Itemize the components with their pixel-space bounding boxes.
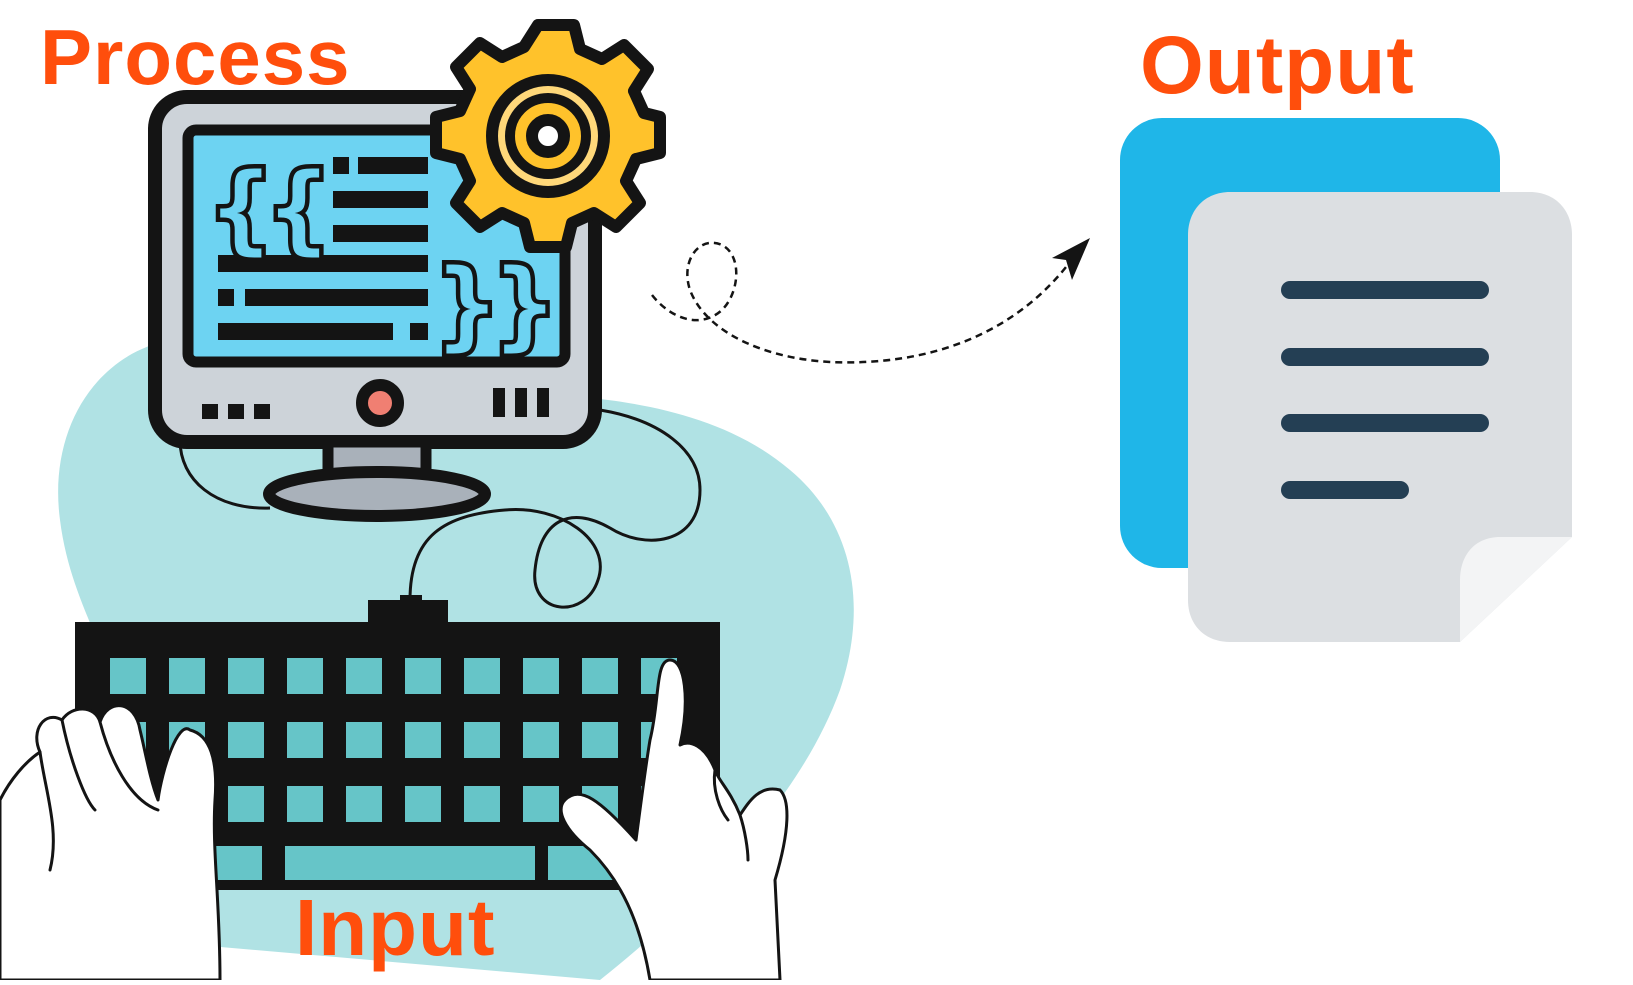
right-hand <box>559 658 789 982</box>
output-label: Output <box>1140 20 1415 111</box>
keyboard-key <box>346 786 382 822</box>
keyboard-key <box>582 658 618 694</box>
document-icon <box>1120 118 1572 642</box>
keyboard-key <box>464 786 500 822</box>
keyboard-key <box>405 658 441 694</box>
cables <box>178 408 702 609</box>
keyboard-key <box>285 846 535 880</box>
keyboard-key <box>464 722 500 758</box>
keyboard-key <box>110 658 146 694</box>
keyboard-key <box>346 658 382 694</box>
keyboard-key <box>287 722 323 758</box>
keyboard-key <box>169 658 205 694</box>
keyboard-key <box>523 786 559 822</box>
keyboard-key <box>464 658 500 694</box>
hands <box>0 658 789 982</box>
keyboard-key <box>405 786 441 822</box>
right-hand-lines <box>712 768 750 862</box>
svg-text:{{: {{ <box>212 153 328 265</box>
arrow-icon <box>651 238 1090 364</box>
keyboard-key <box>346 722 382 758</box>
left-hand-lines <box>38 718 160 872</box>
keyboard-key <box>228 786 264 822</box>
svg-text:}}: }} <box>438 249 554 361</box>
process-label: Process <box>40 13 351 101</box>
keyboard-key <box>287 658 323 694</box>
keyboard-key <box>287 786 323 822</box>
left-hand <box>0 704 222 982</box>
keyboard-key <box>523 722 559 758</box>
keyboard-key <box>228 722 264 758</box>
keyboard-key <box>228 658 264 694</box>
input-label: Input <box>295 883 496 972</box>
gear-icon <box>430 19 666 253</box>
keyboard-key <box>523 658 559 694</box>
keyboard-key <box>405 722 441 758</box>
keyboard-key <box>582 722 618 758</box>
